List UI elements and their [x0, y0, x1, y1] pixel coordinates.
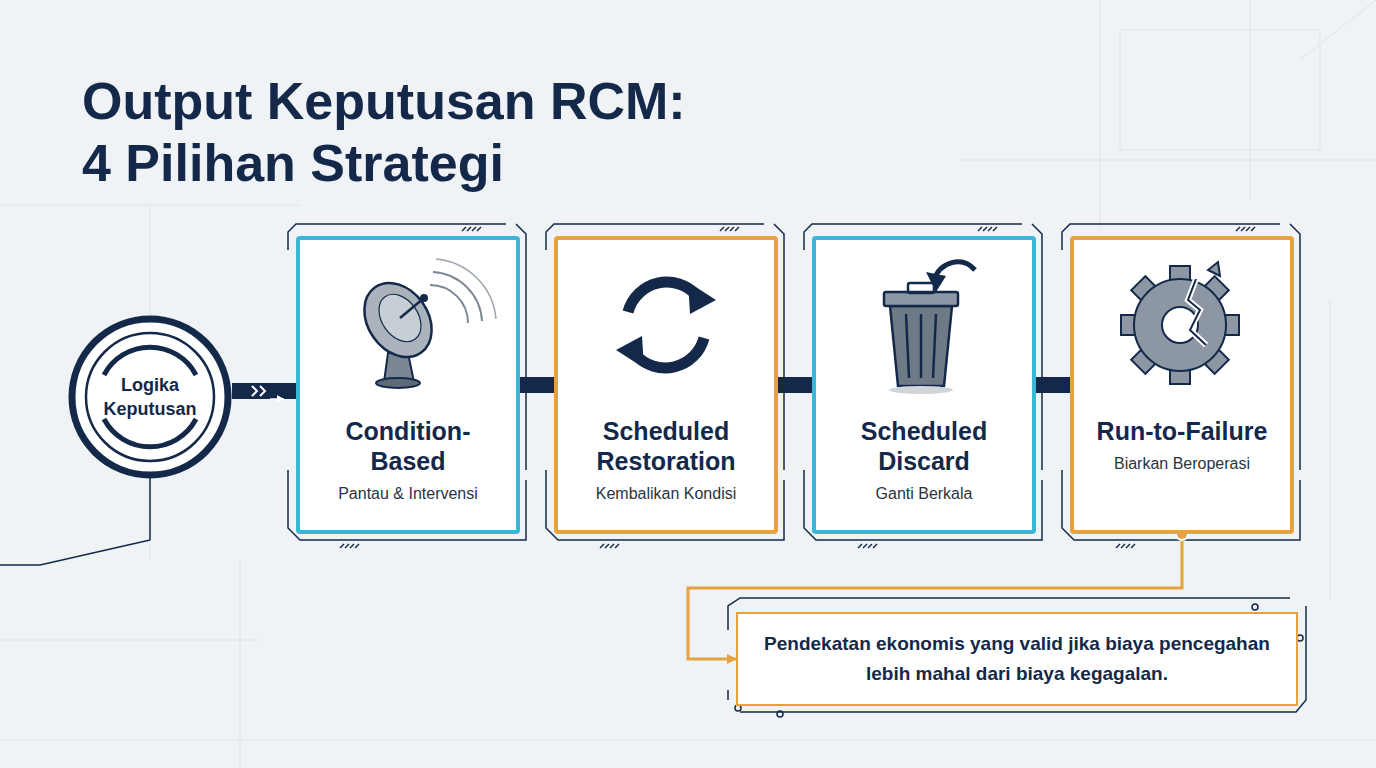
strategy-box: Scheduled RestorationKembalikan Kondisi [554, 236, 778, 534]
strategy-description: Ganti Berkala [816, 484, 1032, 504]
flow-bar [778, 385, 812, 386]
trash-bin-icon [884, 262, 975, 394]
note-box: Pendekatan ekonomis yang valid jika biay… [736, 612, 1298, 706]
strategy-box: Run-to-FailureBiarkan Beroperasi [1070, 236, 1294, 534]
strategy-name: Scheduled Restoration [578, 416, 754, 476]
refresh-arrowheads [616, 282, 716, 368]
diagram-title: Output Keputusan RCM: 4 Pilihan Strategi [82, 70, 702, 194]
strategy-text-wrap: Run-to-FailureBiarkan Beroperasi [1074, 416, 1290, 474]
strategy-text-wrap: Scheduled DiscardGanti Berkala [816, 416, 1032, 504]
strategy-box: Scheduled DiscardGanti Berkala [812, 236, 1036, 534]
decision-label: Logika Keputusan [100, 373, 200, 421]
strategy-description: Biarkan Beroperasi [1074, 454, 1290, 474]
flow-bar [520, 385, 554, 386]
strategy-name: Scheduled Discard [836, 416, 1012, 476]
flow-bar [232, 383, 296, 403]
refresh-arrows-icon [628, 282, 704, 368]
strategy-text-wrap: Condition-BasedPantau & Intervensi [300, 416, 516, 504]
strategy-name: Condition-Based [320, 416, 496, 476]
strategy-name: Run-to-Failure [1094, 416, 1270, 446]
circle-outline [68, 315, 232, 479]
note-text: Pendekatan ekonomis yang valid jika biay… [747, 629, 1287, 689]
strategy-text-wrap: Scheduled RestorationKembalikan Kondisi [558, 416, 774, 504]
flow-bar [1036, 385, 1070, 386]
circle-label-wrap: Logika Keputusan [68, 315, 232, 479]
satellite-dish-icon [350, 259, 496, 388]
broken-gear-icon [1121, 262, 1239, 384]
decision-circle: Logika Keputusan [68, 315, 232, 479]
strategy-description: Kembalikan Kondisi [558, 484, 774, 504]
strategy-description: Pantau & Intervensi [300, 484, 516, 504]
strategy-box: Condition-BasedPantau & Intervensi [296, 236, 520, 534]
